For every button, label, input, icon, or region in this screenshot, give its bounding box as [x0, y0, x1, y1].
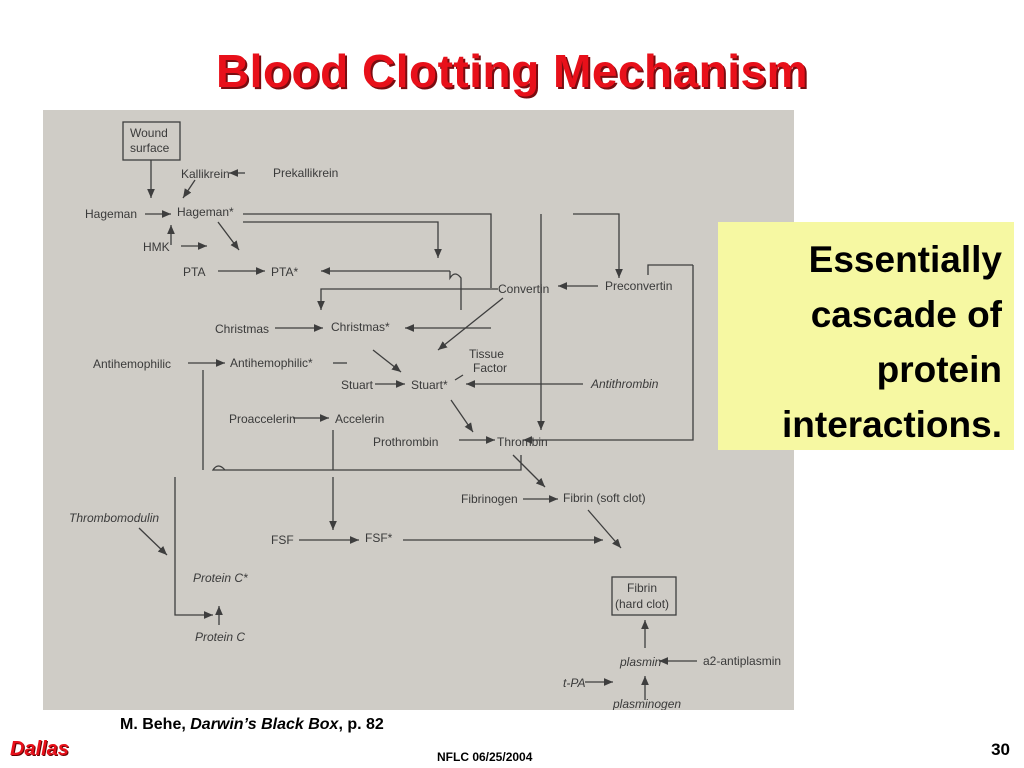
cascade-connectors [138, 160, 697, 700]
preconvertin-label: Preconvertin [605, 279, 672, 293]
fibrin-hard-clot-label: Fibrin [627, 581, 657, 595]
hageman-active-label: Hageman* [177, 205, 234, 219]
wound-surface-label-2: surface [130, 141, 170, 155]
footer-text: NFLC 06/25/2004 [437, 750, 533, 764]
t-pa-label: t-PA [563, 676, 585, 690]
christmas-active-label: Christmas* [331, 320, 390, 334]
callout-line-1: Essentially [808, 239, 1002, 280]
fibrin-hard-clot-box [611, 576, 677, 616]
thrombomodulin-label: Thrombomodulin [69, 511, 159, 525]
citation: M. Behe, Darwin’s Black Box, p. 82 [120, 716, 384, 734]
proaccelerin-label: Proaccelerin [229, 412, 296, 426]
brand-logo-text: Dallas [10, 738, 69, 760]
antihemophilic-label: Antihemophilic [93, 357, 171, 371]
fsf-active-label: FSF* [365, 531, 393, 545]
stuart-label: Stuart [341, 378, 374, 392]
citation-page: , p. 82 [338, 716, 384, 733]
wound-surface-label: Wound [130, 126, 168, 140]
protein-c-label: Protein C [195, 630, 245, 644]
page-number: 30 [991, 740, 1010, 759]
hmk-label: HMK [143, 240, 170, 254]
tissue-factor-label: Tissue [469, 347, 504, 361]
slide-title: Blood Clotting Mechanism [215, 45, 809, 97]
thrombin-label: Thrombin [497, 435, 548, 449]
clotting-cascade-diagram: Wound surface Kallikrein Prekallikrein H… [43, 110, 794, 710]
fibrinogen-label: Fibrinogen [461, 492, 518, 506]
pta-label: PTA [183, 265, 205, 279]
plasminogen-label: plasminogen [612, 697, 681, 710]
plasmin-label: plasmin [619, 655, 662, 669]
antithrombin-label: Antithrombin [590, 377, 659, 391]
prekallikrein-label: Prekallikrein [273, 166, 338, 180]
callout-line-3: protein [876, 349, 1002, 390]
callout-line-4: interactions. [782, 404, 1002, 445]
pta-active-label: PTA* [271, 265, 298, 279]
citation-book: Darwin’s Black Box [190, 716, 339, 733]
antihemophilic-active-label: Antihemophilic* [230, 356, 313, 370]
kallikrein-label: Kallikrein [181, 167, 230, 181]
fibrin-hard-clot-label-2: (hard clot) [615, 597, 669, 611]
callout-box: Essentially cascade of protein interacti… [718, 222, 1014, 450]
fsf-label: FSF [271, 533, 294, 547]
stuart-active-label: Stuart* [411, 378, 448, 392]
tissue-factor-label-2: Factor [473, 361, 507, 375]
hageman-label: Hageman [85, 207, 137, 221]
a2-antiplasmin-label: a2-antiplasmin [703, 654, 781, 668]
cascade-svg: Wound surface Kallikrein Prekallikrein H… [69, 121, 781, 710]
accelerin-label: Accelerin [335, 412, 384, 426]
prothrombin-label: Prothrombin [373, 435, 438, 449]
christmas-label: Christmas [215, 322, 269, 336]
convertin-label: Convertin [498, 282, 549, 296]
fibrin-soft-clot-label: Fibrin (soft clot) [563, 491, 646, 505]
citation-author: M. Behe, [120, 716, 191, 733]
callout-line-2: cascade of [810, 294, 1002, 335]
protein-c-active-label: Protein C* [193, 571, 248, 585]
